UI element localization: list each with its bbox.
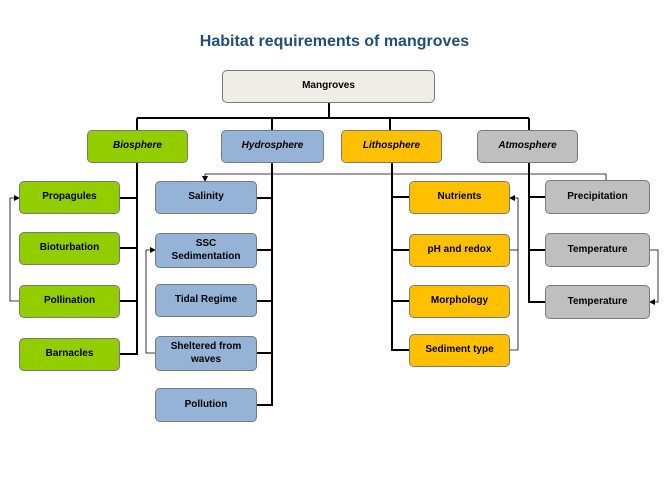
node-temperature-1: Temperature <box>545 233 650 267</box>
node-barnacles: Barnacles <box>19 338 120 371</box>
node-salinity: Salinity <box>155 181 257 214</box>
node-temperature-2: Temperature <box>545 285 650 319</box>
node-morphology: Morphology <box>409 285 510 318</box>
category-hydrosphere: Hydrosphere <box>221 130 324 163</box>
diagram-title: Habitat requirements of mangroves <box>199 33 470 50</box>
node-tidal-regime: Tidal Regime <box>155 284 257 317</box>
node-precipitation: Precipitation <box>545 180 650 214</box>
node-sheltered-from-waves: Sheltered from waves <box>155 336 257 371</box>
node-nutrients: Nutrients <box>409 181 510 214</box>
node-pollination: Pollination <box>19 285 120 318</box>
node-bioturbation: Bioturbation <box>19 232 120 265</box>
category-lithosphere: Lithosphere <box>341 130 442 163</box>
category-atmosphere: Atmosphere <box>477 130 578 163</box>
node-sediment-type: Sediment type <box>409 334 510 367</box>
root-node-mangroves: Mangroves <box>222 70 435 103</box>
node-propagules: Propagules <box>19 181 120 214</box>
node-pollution: Pollution <box>155 388 257 422</box>
category-biosphere: Biosphere <box>87 130 188 163</box>
node-ssc-sedimentation: SSC Sedimentation <box>155 233 257 268</box>
node-ph-and-redox: pH and redox <box>409 234 510 267</box>
